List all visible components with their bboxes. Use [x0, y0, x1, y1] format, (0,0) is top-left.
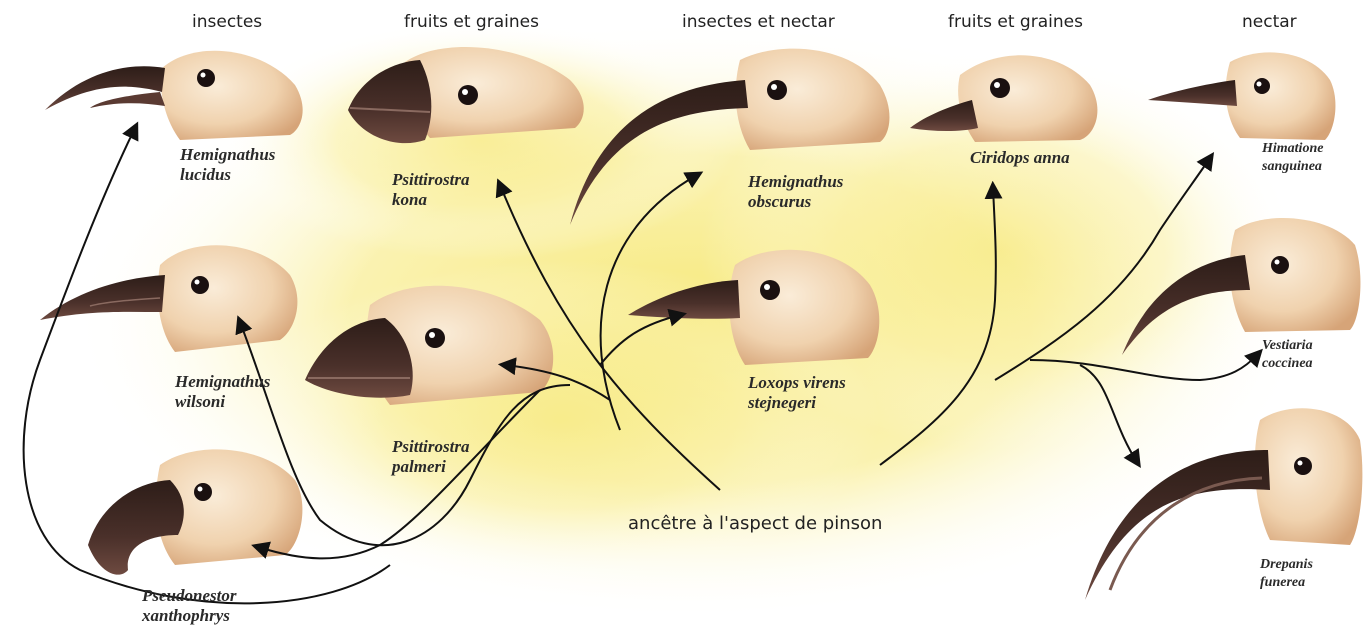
- species-epithet: wilsoni: [175, 392, 270, 412]
- diet-label-fruits-et-graines-1: fruits et graines: [404, 12, 539, 32]
- species-epithet: xanthophrys: [142, 606, 236, 626]
- species-loxops-virens-stejnegeri: Loxops virens stejnegeri: [748, 373, 846, 413]
- species-epithet: obscurus: [748, 192, 843, 212]
- species-epithet: palmeri: [392, 457, 469, 477]
- species-epithet: lucidus: [180, 165, 275, 185]
- diet-label-insectes: insectes: [192, 12, 262, 32]
- diet-label-insectes-et-nectar: insectes et nectar: [682, 12, 835, 32]
- species-genus: Drepanis: [1260, 556, 1313, 574]
- species-genus: Hemignathus: [175, 372, 270, 392]
- species-epithet: funerea: [1260, 574, 1313, 592]
- species-epithet: stejnegeri: [748, 393, 846, 413]
- species-genus: Hemignathus: [180, 145, 275, 165]
- species-epithet: sanguinea: [1262, 158, 1323, 176]
- species-psittirostra-kona: Psittirostra kona: [392, 170, 469, 210]
- species-genus: Pseudonestor: [142, 586, 236, 606]
- species-psittirostra-palmeri: Psittirostra palmeri: [392, 437, 469, 477]
- species-hemignathus-obscurus: Hemignathus obscurus: [748, 172, 843, 212]
- species-genus: Loxops virens: [748, 373, 846, 393]
- species-himatione-sanguinea: Himatione sanguinea: [1262, 140, 1323, 176]
- species-epithet: coccinea: [1262, 355, 1313, 373]
- species-genus: Psittirostra: [392, 170, 469, 190]
- species-genus: Hemignathus: [748, 172, 843, 192]
- species-vestiaria-coccinea: Vestiaria coccinea: [1262, 337, 1313, 373]
- species-pseudonestor-xanthophrys: Pseudonestor xanthophrys: [142, 586, 236, 626]
- diet-label-fruits-et-graines-2: fruits et graines: [948, 12, 1083, 32]
- species-hemignathus-lucidus: Hemignathus lucidus: [180, 145, 275, 185]
- ancestor-label: ancêtre à l'aspect de pinson: [628, 513, 882, 534]
- species-genus: Vestiaria: [1262, 337, 1313, 355]
- diet-label-nectar: nectar: [1242, 12, 1297, 32]
- species-genus: Himatione: [1262, 140, 1323, 158]
- species-epithet: kona: [392, 190, 469, 210]
- species-genus: Psittirostra: [392, 437, 469, 457]
- bird-head-hemignathus-lucidus: [45, 51, 303, 140]
- species-name: Ciridops anna: [970, 148, 1070, 168]
- species-hemignathus-wilsoni: Hemignathus wilsoni: [175, 372, 270, 412]
- bird-head-pseudonestor-xanthophrys: [88, 449, 302, 574]
- species-ciridops-anna: Ciridops anna: [970, 148, 1070, 168]
- species-drepanis-funerea: Drepanis funerea: [1260, 556, 1313, 592]
